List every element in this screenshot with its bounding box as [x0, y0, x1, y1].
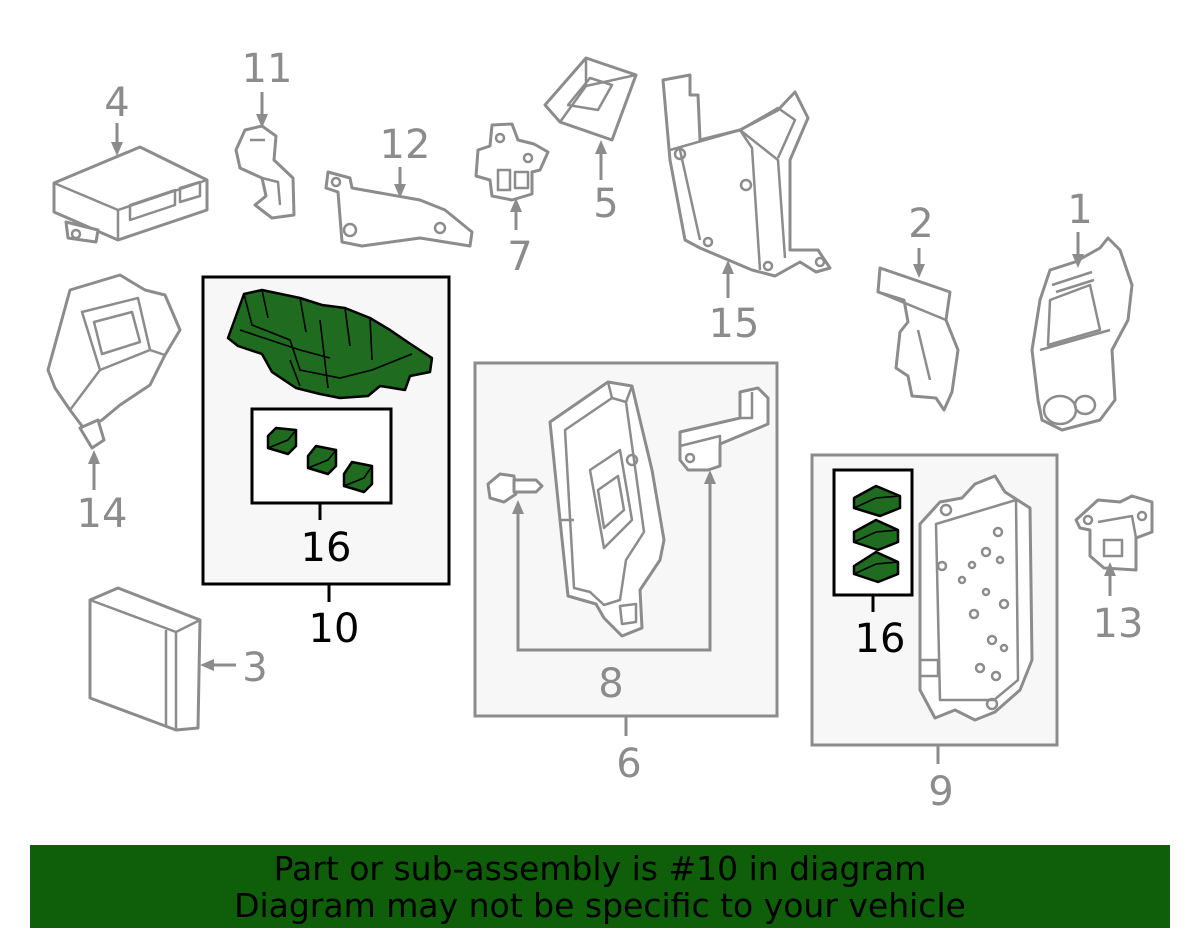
callout-15: 15 — [709, 301, 760, 347]
callout-1: 1 — [1067, 187, 1092, 233]
part-13-bracket — [1074, 494, 1154, 572]
callout-10: 10 — [309, 606, 360, 652]
part-14-module — [46, 273, 182, 450]
leader-lines — [88, 92, 1116, 764]
banner-line-2: Diagram may not be specific to your vehi… — [234, 885, 966, 925]
part-6-module — [548, 380, 666, 638]
callout-9: 9 — [928, 769, 953, 815]
part-12-bracket — [324, 170, 474, 248]
callout-14: 14 — [77, 491, 128, 537]
part-11-bracket — [234, 124, 296, 220]
callout-13: 13 — [1093, 601, 1144, 647]
part-1-module — [1030, 236, 1134, 432]
part-9-module — [918, 474, 1034, 722]
part-7-bracket — [474, 122, 550, 202]
callout-6: 6 — [616, 741, 641, 787]
part-6-bracket — [678, 386, 770, 472]
part-6-bolt — [486, 472, 544, 504]
banner-line-1: Part or sub-assembly is #10 in diagram — [273, 848, 927, 888]
part-10-fuse-box — [226, 288, 434, 400]
callout-16-box-10: 16 — [301, 525, 352, 571]
callout-12: 12 — [380, 122, 431, 168]
callout-16-box-9: 16 — [855, 616, 906, 662]
callout-11: 11 — [242, 46, 293, 92]
callout-3: 3 — [242, 645, 267, 691]
callout-7: 7 — [507, 234, 532, 280]
callout-2: 2 — [908, 201, 933, 247]
part-16-clips-a — [266, 426, 374, 494]
part-15-unit — [661, 73, 832, 278]
callout-labels: 4 11 12 7 5 15 2 1 14 3 13 8 6 9 16 10 1… — [77, 46, 1144, 815]
callout-8: 8 — [598, 661, 623, 707]
part-5-sensor — [543, 56, 638, 142]
info-banner: Part or sub-assembly is #10 in diagram D… — [30, 845, 1170, 928]
callout-5: 5 — [593, 181, 618, 227]
part-3-module — [88, 586, 202, 732]
part-4-module — [52, 145, 209, 244]
part-16-clips-b — [852, 484, 902, 584]
callout-4: 4 — [104, 80, 129, 126]
banner-background — [30, 845, 1170, 928]
part-2-bracket — [876, 266, 960, 412]
